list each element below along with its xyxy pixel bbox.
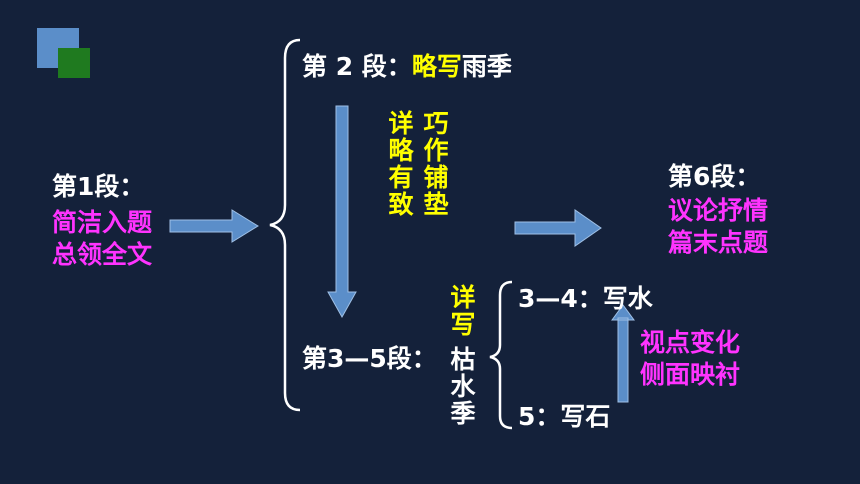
note-detail-column: 详略有致 [385,110,414,218]
para2-prefix: 第 2 段： [302,52,412,81]
para35-rest: 枯水季 [447,346,476,427]
arrow-up [611,304,635,403]
brace-sub [489,280,513,430]
decor-square-green [58,48,90,78]
technique-line-2: 侧面映衬 [640,360,741,389]
arrow-to-para6 [514,209,602,247]
para6-heading: 第6段： [668,162,761,191]
para35-label: 第3—5段： [302,344,437,373]
para2-line: 第 2 段：略写雨季 [302,52,512,82]
sub-item-stone: 5：写石 [518,402,611,431]
para1-line-2: 总领全文 [52,240,153,269]
para35-highlight: 详写 [447,284,476,338]
sub-item-water: 3—4：写水 [518,284,653,313]
para6-line-1: 议论抒情 [668,196,769,225]
arrow-down [327,105,357,319]
para6-line-2: 篇末点题 [668,228,769,257]
para2-suffix: 雨季 [461,52,512,81]
para1-heading: 第1段： [52,172,145,201]
arrow-to-brace [169,209,259,243]
para2-highlight: 略写 [411,52,462,81]
brace-main [269,38,301,412]
technique-line-1: 视点变化 [640,328,741,357]
para1-line-1: 简洁入题 [52,208,153,237]
note-foreshadow-column: 巧作铺垫 [420,110,449,218]
